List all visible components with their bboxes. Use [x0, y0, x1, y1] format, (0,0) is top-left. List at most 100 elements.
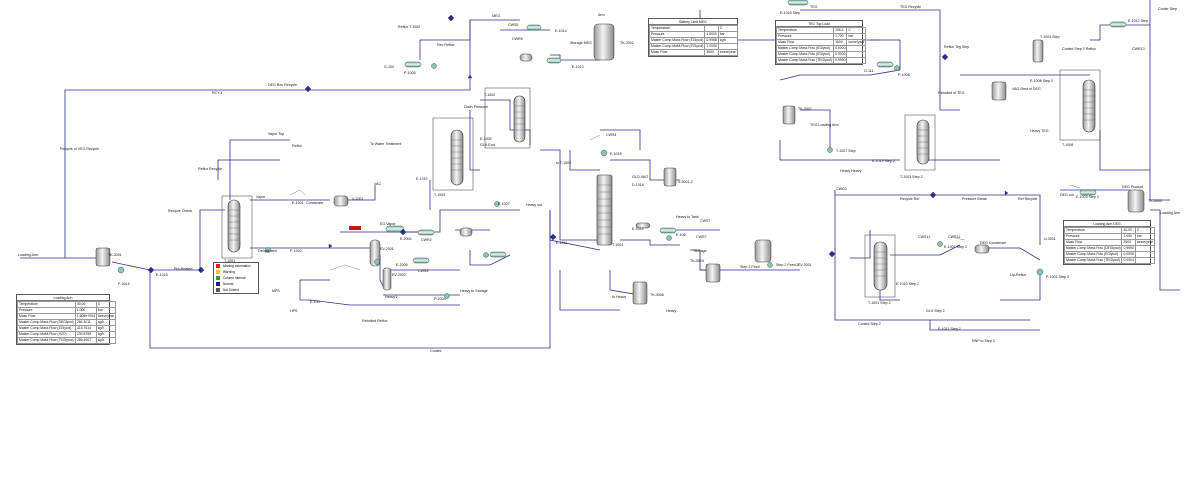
label-rec-reflux: Rec Reflux — [437, 43, 455, 47]
stream-e1012 — [620, 239, 680, 246]
label-reflux-t1002: Reflux T-1002 — [398, 25, 420, 29]
label-p3014: P-3014 — [118, 282, 130, 286]
label-d1016: D-1016 — [632, 183, 644, 187]
label-lip-reflux: Lip-Reflux — [1010, 273, 1026, 277]
stream-ref-recycle — [1000, 194, 1041, 245]
stream-heavy-tank — [609, 270, 641, 296]
stream-t1008-bot — [1099, 130, 1150, 171]
label-heavy-to-storage: Heavy to Storage — [460, 289, 488, 293]
tank-tk3004 — [705, 263, 721, 283]
label-cwr5: CWR5 — [512, 37, 523, 41]
row-unit: tonne/year — [717, 49, 738, 56]
label-heavy-teg: Heavy TEG — [1030, 129, 1049, 133]
tank-t1004-step — [1032, 39, 1044, 63]
column-t1002 — [513, 95, 526, 143]
row-value: 0.0000 — [833, 51, 848, 58]
label-e1012-step: E-1012 Step — [1128, 19, 1148, 23]
stream-reboiled-teg — [939, 10, 960, 111]
column-trays — [229, 89, 1094, 277]
pumps — [117, 63, 1044, 299]
label-e1001: E-1001 — [292, 201, 304, 205]
table-title: TEG Top Load — [776, 21, 862, 27]
label-tk3006: TK-3006 — [650, 293, 664, 297]
label-t1002: T-1002 — [484, 93, 495, 97]
legend-item: Not Solved — [214, 287, 258, 293]
label-p1007: P-1007 — [498, 202, 510, 206]
label-v1001: V-1001 — [352, 197, 363, 201]
label-e1018: E-1018 — [156, 273, 168, 277]
tanks — [95, 23, 1145, 305]
row-value: 0.9988 — [704, 37, 719, 44]
label-cws4: CWS4 — [606, 133, 616, 137]
legend-item: Column Internal — [214, 275, 258, 281]
stream-meg — [440, 19, 520, 91]
label-pressure-break: Pressure Break — [962, 197, 987, 201]
drum-v1001 — [333, 195, 349, 207]
column-t1008 — [1082, 79, 1096, 133]
legend-item: Normal — [214, 281, 258, 287]
column-boxes — [221, 69, 1101, 298]
stream-e1011 — [400, 209, 520, 233]
label-mps: MPS — [272, 289, 280, 293]
legend-swatch — [216, 282, 220, 286]
label-e1015: E-1015 — [610, 152, 622, 156]
row-value: 1.608e+004 — [74, 313, 97, 320]
label-loading-arm-2: Loading Arm — [1160, 211, 1180, 215]
label-v3001-2: V-3001-2 — [678, 180, 693, 184]
label-vapor-top: Vapor Top — [268, 132, 284, 136]
label-teg-recycle: TEG Recycle — [900, 5, 921, 9]
label-cooler-step: Cooler Step — [1158, 7, 1177, 11]
row-unit: tonne/year — [846, 39, 867, 46]
label-e1003-step2: E-1003 Step 2 — [1076, 195, 1099, 199]
label-condenser: Condenser — [306, 201, 324, 205]
column-t1001-step2 — [873, 241, 888, 291]
stream-condenser — [340, 185, 376, 201]
label-e1014: E-1014 — [555, 29, 567, 33]
label-e1018-step: E-1018 Step — [780, 11, 800, 15]
label-p1001-step2: P-1001 Step 2 — [1046, 275, 1069, 279]
row-label: Master Comp Mass Frac (TEGlycol) — [1063, 257, 1123, 264]
legend-item: Missing Information — [214, 263, 258, 269]
label-t1001-step2: T-1001 Step 2 — [868, 301, 891, 305]
row-unit: kg/h — [95, 337, 116, 344]
label-e1012: E-1012 — [632, 227, 644, 231]
label-recycle-ref: Recycle Ref — [900, 197, 919, 201]
stream-glx — [850, 230, 871, 259]
label-rnp-step: RNP to Step 2 — [972, 339, 995, 343]
label-p1002: P-1002 — [290, 249, 302, 253]
label-ref-recycle: Ref Recycle — [1018, 197, 1037, 201]
stream-e1001-step2 — [890, 244, 961, 256]
column-t1001 — [227, 199, 241, 253]
label-reflux: Reflux — [292, 144, 302, 148]
legend-label: Warning — [223, 270, 235, 274]
column-t1003 — [450, 129, 464, 186]
label-u3001: U-3001 — [1044, 237, 1056, 241]
stream-reflux-t1002 — [419, 20, 471, 60]
heat-exchangers — [385, 0, 1127, 264]
row-label: Master Comp Mass Flow (EGlycol) — [17, 325, 76, 332]
red-warning-stream — [349, 226, 361, 230]
row-label: Master Comp Mass Frac (TEGlycol) — [775, 57, 835, 64]
legend-swatch — [216, 288, 220, 292]
stream-heavy-heavy — [779, 140, 900, 161]
label-cws5: CWS5 — [508, 23, 518, 27]
tank-tk3007 — [782, 105, 796, 125]
label-t1004: T-1004 — [612, 243, 623, 247]
label-deg-condenser: DEG Condenser — [980, 241, 1007, 245]
label-tk3007: TK-3007 — [798, 107, 812, 111]
label-vag-rest-deg: VAG-Rest of DEG — [1012, 87, 1041, 91]
label-ev2001: EV-2001 — [380, 247, 394, 251]
label-cwr7: CWR7 — [696, 235, 707, 239]
label-heavy-out: Heavy out — [526, 203, 542, 207]
stream-cws4 — [600, 129, 641, 150]
label-e1011: E-1011 — [556, 241, 567, 245]
label-deg-product: DEG Product — [1122, 185, 1143, 189]
label-loading-arm: Loading Arm — [18, 253, 38, 257]
label-e1010-step2: E-1010 Step 2 — [896, 282, 919, 286]
label-to-water: To Water Treatment — [370, 142, 401, 146]
legend-label: Missing Information — [223, 264, 251, 268]
label-t1001: T-1001 — [224, 259, 235, 263]
row-label: Master Comp Mass Flow (EGlycol) — [648, 37, 706, 44]
